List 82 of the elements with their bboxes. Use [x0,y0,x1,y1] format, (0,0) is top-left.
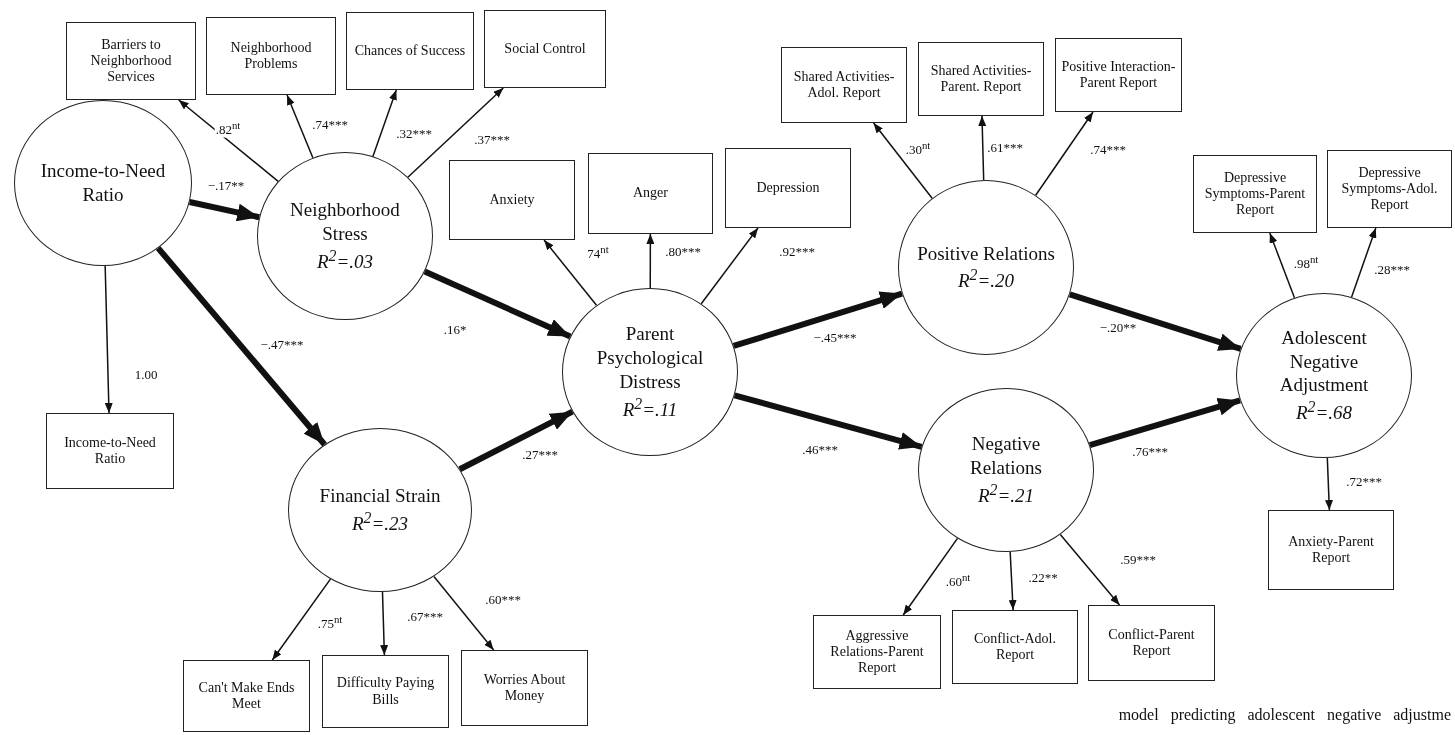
caption: model predicting adolescent negative adjustme [1118,706,1451,724]
loading-arrow [1059,533,1121,606]
variable-name: Adolescent Negative Adjustment [1278,325,1370,398]
variable-name: Neighborhood Stress [289,198,401,246]
loading-arrow [902,537,959,616]
path-arrow [458,408,574,472]
path-arrow [423,268,572,340]
variable-name: Negative Relations [969,432,1043,480]
indicator-box [183,660,310,732]
indicator-box [46,413,174,489]
indicator-box [206,17,336,95]
variable-name: Social Control [504,40,586,58]
loading-arrow [872,122,933,200]
variable-name: Financial Strain [319,484,441,508]
loading-arrow [646,233,655,289]
indicator-box [725,148,851,228]
path-arrow [189,199,260,222]
variable-name: Conflict-Adol. Report [972,630,1057,664]
variable-name: Conflict-Parent Report [1107,626,1196,660]
loading-arrow [407,87,505,178]
path-arrow [1088,397,1241,448]
indicator-box [66,22,196,100]
loading-arrow [1008,551,1017,611]
variable-name: Income-to-Need Ratio [63,434,157,468]
loading-arrow [271,578,332,661]
r-squared-value: R$^{2}$=.20 [957,265,1015,294]
loading-arrow [1269,232,1296,299]
path-arrow [1068,291,1242,352]
r-squared-value: R$^{2}$=.68 [1295,397,1353,426]
r-squared-value: R$^{2}$=.21 [977,479,1035,508]
variable-name: Anger [633,185,668,202]
variable-name: Can't Make Ends Meet [197,679,296,713]
loading-arrow [543,239,598,307]
indicator-box [1055,38,1182,112]
loading-arrow [700,227,759,305]
indicator-box [449,160,575,240]
indicator-box [1088,605,1215,681]
indicator-box [813,615,941,689]
variable-name: Aggressive Relations-Parent Report [829,627,925,677]
indicator-box [484,10,606,88]
loading-arrow [380,591,389,656]
indicator-box [1327,150,1452,228]
loading-arrow [1350,227,1377,298]
variable-name: Positive Interaction-Parent Report [1060,58,1177,92]
loading-arrow [433,575,495,651]
variable-name: Positive Relations [917,241,1055,266]
indicator-box [1193,155,1317,233]
r-squared-value: R$^{2}$=.03 [316,245,374,274]
path-arrow [732,290,903,349]
indicator-box [918,42,1044,116]
loading-arrow [978,115,987,181]
path-arrow [155,246,327,447]
loading-arrow [286,94,314,159]
variable-name: Parent Psychological Distress [595,322,705,394]
variable-name: Difficulty Paying Bills [335,675,436,708]
variable-name: Depression [756,179,820,197]
variable-name: Anxiety [489,191,535,209]
loading-arrow [1325,457,1333,511]
indicator-box [461,650,588,726]
r-squared-value: R$^{2}$=.23 [351,507,409,536]
loading-arrow [1034,111,1094,197]
variable-name: Neighborhood Problems [229,39,313,73]
loading-arrow [177,99,279,183]
path-arrow [733,392,923,450]
variable-name: Income-to-Need Ratio [39,159,167,207]
indicator-box [588,153,713,234]
variable-name: Barriers to Neighborhood Services [89,36,173,86]
variable-name: Shared Activities-Parent. Report [929,62,1033,96]
variable-name: Anxiety-Parent Report [1287,533,1375,567]
indicator-box [781,47,907,123]
r-squared-value: R$^{2}$=.11 [622,393,678,422]
indicator-box [346,12,474,90]
indicator-box [952,610,1078,684]
loading-arrow [372,89,398,158]
variable-name: Shared Activities-Adol. Report [792,68,896,102]
indicator-box [1268,510,1394,590]
variable-name: Depressive Symptoms-Parent Report [1203,169,1307,219]
variable-name: Chances of Success [354,42,466,60]
variable-name: Worries About Money [482,671,567,705]
loading-arrow [104,265,113,414]
indicator-box [322,655,449,728]
variable-name: Depressive Symptoms-Adol. Report [1340,164,1439,214]
